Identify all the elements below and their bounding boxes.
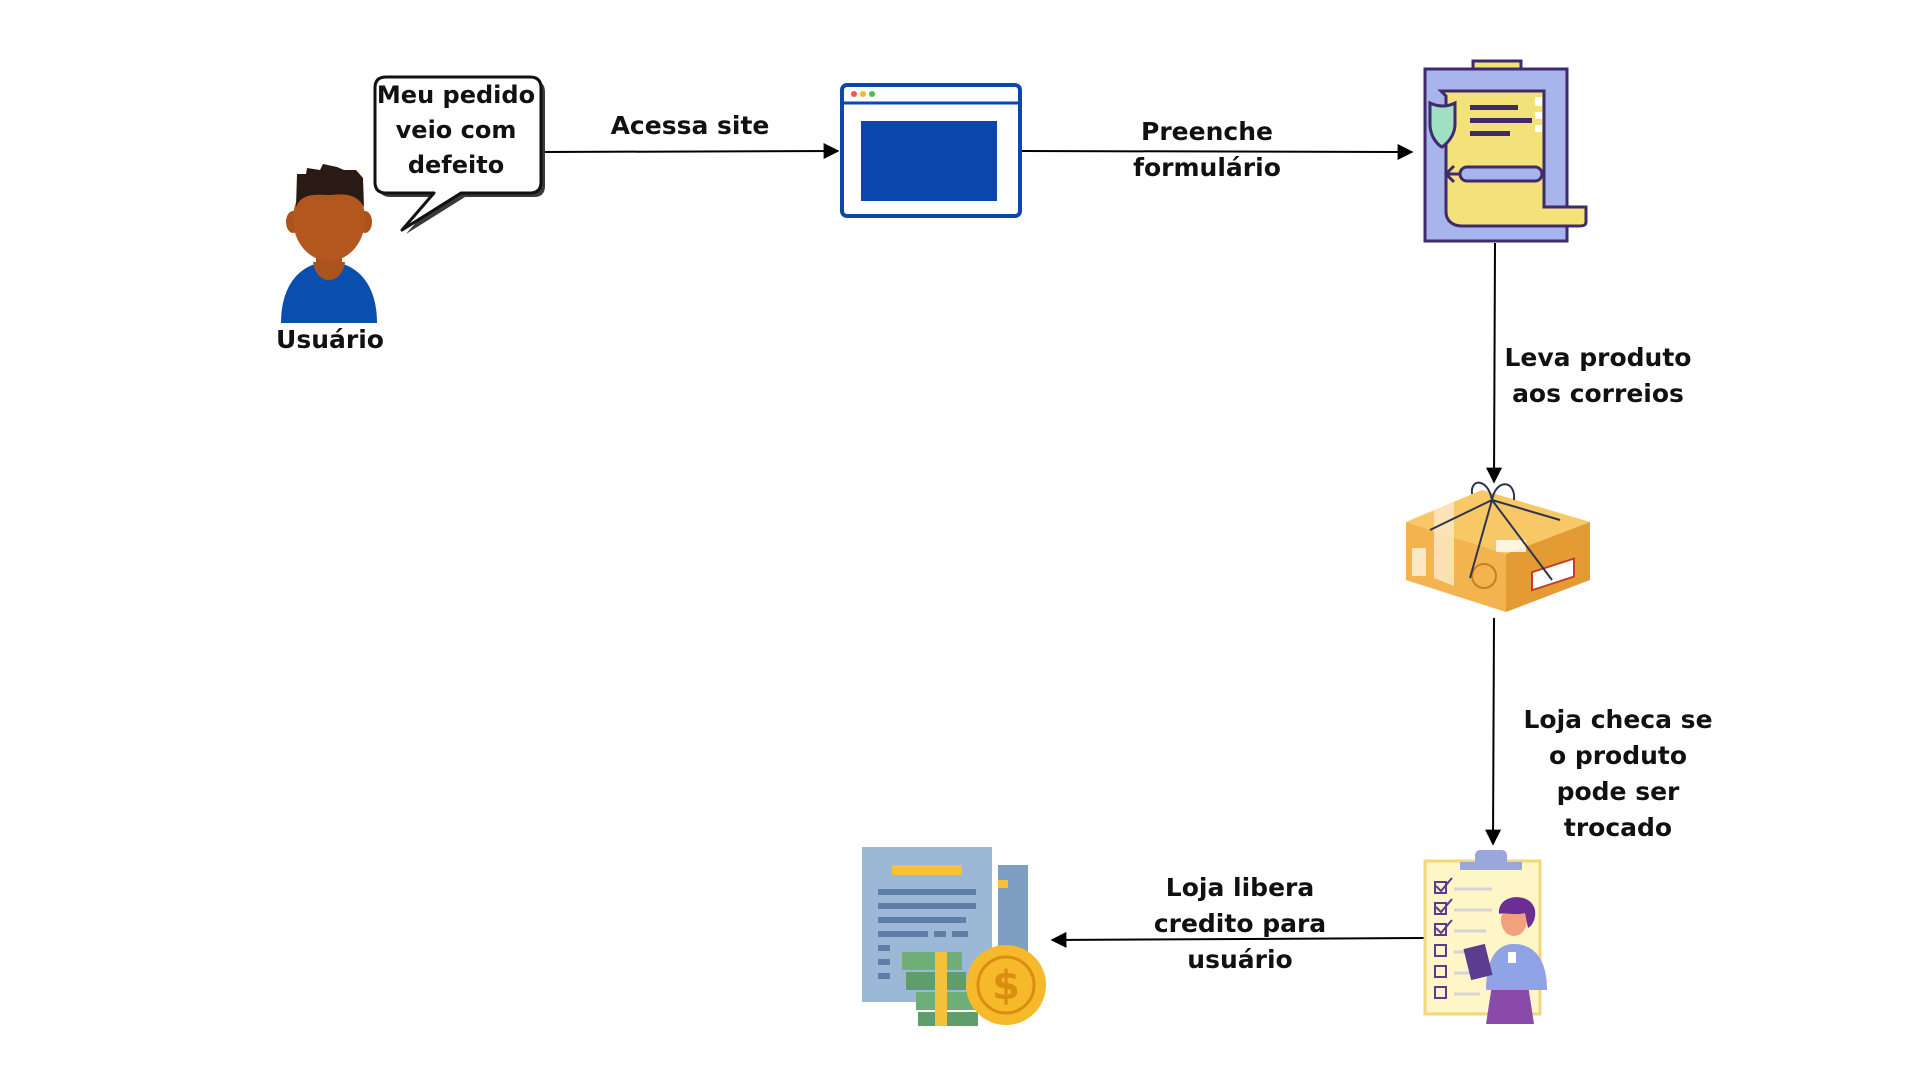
step-line: pode ser: [1556, 777, 1680, 806]
speech-bubble-text: Meu pedido veio com defeito: [368, 78, 544, 183]
browser-window-icon: [840, 83, 1022, 218]
step-line: trocado: [1563, 813, 1673, 842]
arrow-form-to-box: [1486, 242, 1503, 484]
step-label-acessa-site: Acessa site: [590, 108, 790, 144]
person-icon: [281, 164, 377, 323]
money-document-icon: $: [862, 847, 1046, 1026]
step-label-loja-checa: Loja checa se o produto pode ser trocado: [1500, 702, 1736, 846]
arrow-site-to-form: [1021, 143, 1414, 160]
speech-line: Meu pedido: [376, 81, 536, 109]
step-line: Loja checa se: [1523, 705, 1713, 734]
step-line: credito para: [1153, 909, 1327, 938]
step-label-loja-libera: Loja libera credito para usuário: [1130, 870, 1350, 978]
actor-label-text: Usuário: [276, 325, 384, 354]
actor-label: Usuário: [258, 322, 402, 358]
step-line: Acessa site: [610, 111, 770, 140]
step-line: Preenche: [1141, 117, 1273, 146]
checklist-person-icon: [1423, 850, 1547, 1024]
arrow-box-to-check: [1485, 617, 1502, 846]
svg-text:$: $: [992, 963, 1020, 1009]
step-line: usuário: [1187, 945, 1293, 974]
speech-line: defeito: [407, 151, 505, 179]
step-label-leva-produto: Leva produto aos correios: [1488, 340, 1708, 412]
form-clipboard-icon: [1423, 59, 1588, 243]
speech-line: veio com: [395, 116, 517, 144]
step-line: formulário: [1133, 153, 1281, 182]
arrow-user-to-site: [542, 143, 840, 160]
step-line: o produto: [1548, 741, 1688, 770]
arrow-check-to-money: [1050, 931, 1426, 948]
step-line: Loja libera: [1165, 873, 1315, 902]
step-label-preenche-formulario: Preenche formulário: [1102, 114, 1312, 186]
step-line: aos correios: [1512, 379, 1684, 408]
step-line: Leva produto: [1504, 343, 1692, 372]
speech-bubble-icon: [373, 75, 545, 234]
package-box-icon: [1406, 481, 1590, 612]
